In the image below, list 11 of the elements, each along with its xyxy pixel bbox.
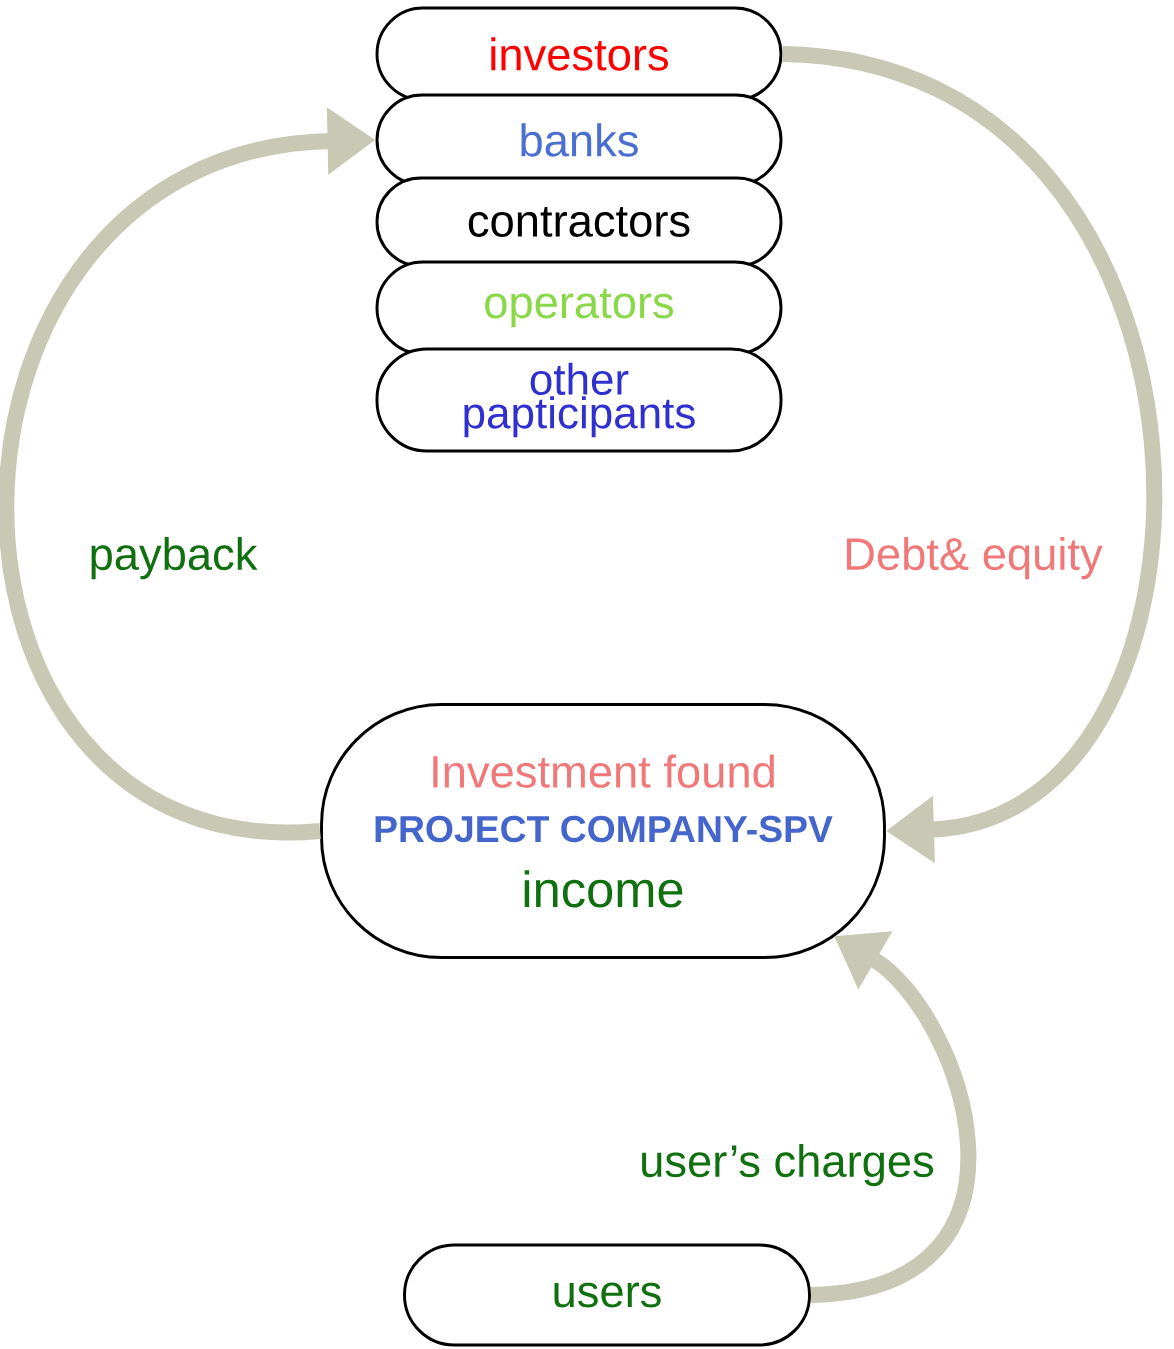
- pill-box: operators: [375, 260, 783, 356]
- pill-box: other papticipants: [375, 347, 783, 453]
- arrow: [781, 46, 1161, 864]
- edge-label: payback: [85, 534, 261, 582]
- pill-box: investors: [375, 6, 783, 102]
- edge-label: Debt& equity: [840, 534, 1106, 582]
- edge-label: user’s charges: [636, 1141, 938, 1189]
- pill-box: contractors: [375, 176, 783, 268]
- pill-box: users: [403, 1243, 811, 1347]
- rounded-box: Investment found PROJECT COMPANY-SPV income: [320, 703, 886, 959]
- pill-box: banks: [375, 93, 783, 187]
